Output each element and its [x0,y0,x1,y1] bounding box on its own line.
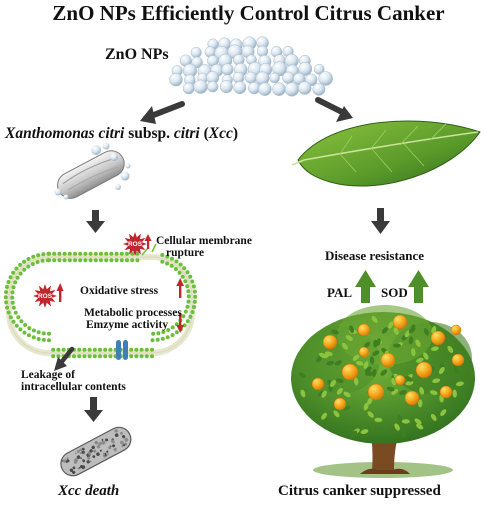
orange-fruit [430,330,446,346]
membrane-rupture-mark [141,243,157,256]
dead-bacterium-icon [60,426,132,477]
orange-fruit [357,323,371,337]
bacterium-species: Xanthomonas citri [5,125,125,142]
leak-arrow [54,346,75,371]
nanoparticle [269,72,280,84]
rod-bacterium-icon [54,142,131,200]
leaf-icon [291,120,481,187]
bacterium-pathovar: citri [173,125,200,142]
nanoparticle [312,82,326,96]
membrane-channel-icon [116,340,128,360]
nanoparticle [282,71,295,84]
nanoparticle [258,82,272,96]
nanoparticle [298,61,313,76]
pal-up-arrow [355,270,376,303]
nanoparticle-cluster [169,36,333,97]
orange-fruit [404,390,420,406]
nanoparticle [297,81,312,95]
nanoparticle [244,71,258,84]
leakage-line-2: intracellular contents [21,381,126,394]
leakage-label: Leakage of intracellular contents [21,369,126,393]
orange-fruit [322,334,338,350]
oxidative-stress-label: Oxidative stress [80,285,159,297]
arrow-to-resistance [371,208,390,234]
membrane-up-arrow [144,234,152,249]
orange-fruit [450,324,462,336]
bacterium-subsp: subsp. [128,125,170,142]
orange-fruit [392,314,408,330]
bacterium-abbrev: Xcc [208,125,233,142]
ros-up-arrow [56,283,64,302]
outcome-label: Citrus canker suppressed [278,483,441,499]
membrane-rupture-line-2: rupture [166,246,205,259]
bacterium-name: Xanthomonas citri subsp. citri (Xcc) [5,125,239,142]
nanoparticle [219,80,233,94]
orange-fruit [451,353,465,367]
citrus-tree-icon [291,305,475,478]
metabolic-line-1: Metabolic processes [84,307,182,319]
pal-label: PAL [327,285,353,300]
oxidative-up-arrow [176,278,184,298]
disease-resistance-label: Disease resistance [325,248,425,263]
nanoparticle [318,71,333,86]
orange-fruit [367,383,385,401]
metabolic-line-2: Emzyme activity [86,319,169,332]
sod-up-arrow [408,270,429,303]
arrow-to-bacterium [140,101,185,124]
xcc-death-label: Xcc death [58,483,120,499]
arrow-to-membrane [86,210,105,233]
arrow-to-death [84,397,103,422]
ros-badge-1: ROS [128,241,143,248]
sod-label: SOD [381,285,408,300]
orange-fruit [439,385,453,399]
ros-burst-icon [33,284,57,308]
membrane-rupture-line-1: Cellular membrane [156,235,252,247]
orange-fruit [341,363,359,381]
orange-fruit [394,374,406,386]
arrow-to-leaf [315,97,353,122]
figure-title: ZnO NPs Efficiently Control Citrus Canke… [52,1,445,25]
nanoparticle [193,79,208,94]
orange-fruit [333,397,347,411]
nanoparticle [182,82,195,95]
nanoparticle [207,81,219,93]
metabolic-label: Metabolic processes Emzyme activity [84,307,182,331]
orange-fruit [415,361,433,379]
nanoparticle [190,46,202,59]
metabolic-down-arrow [176,313,184,333]
orange-fruit [380,352,396,368]
zno-nps-label: ZnO NPs [105,46,169,63]
orange-fruit [311,377,325,391]
membrane-rupture-label: Cellular membrane rupture [156,235,252,259]
ros-burst-icon [123,232,147,256]
nanoparticle [221,63,234,76]
leakage-line-1: Leakage of [21,369,75,381]
nanoparticle [313,63,325,75]
nanoparticle [191,56,203,69]
nanoparticle [169,72,183,87]
nanoparticle [233,81,247,95]
nanoparticle [272,82,286,96]
nanoparticle [284,82,300,97]
orange-fruit [358,346,370,358]
ros-badge-2: ROS [38,293,53,300]
cell-membrane [3,251,198,359]
